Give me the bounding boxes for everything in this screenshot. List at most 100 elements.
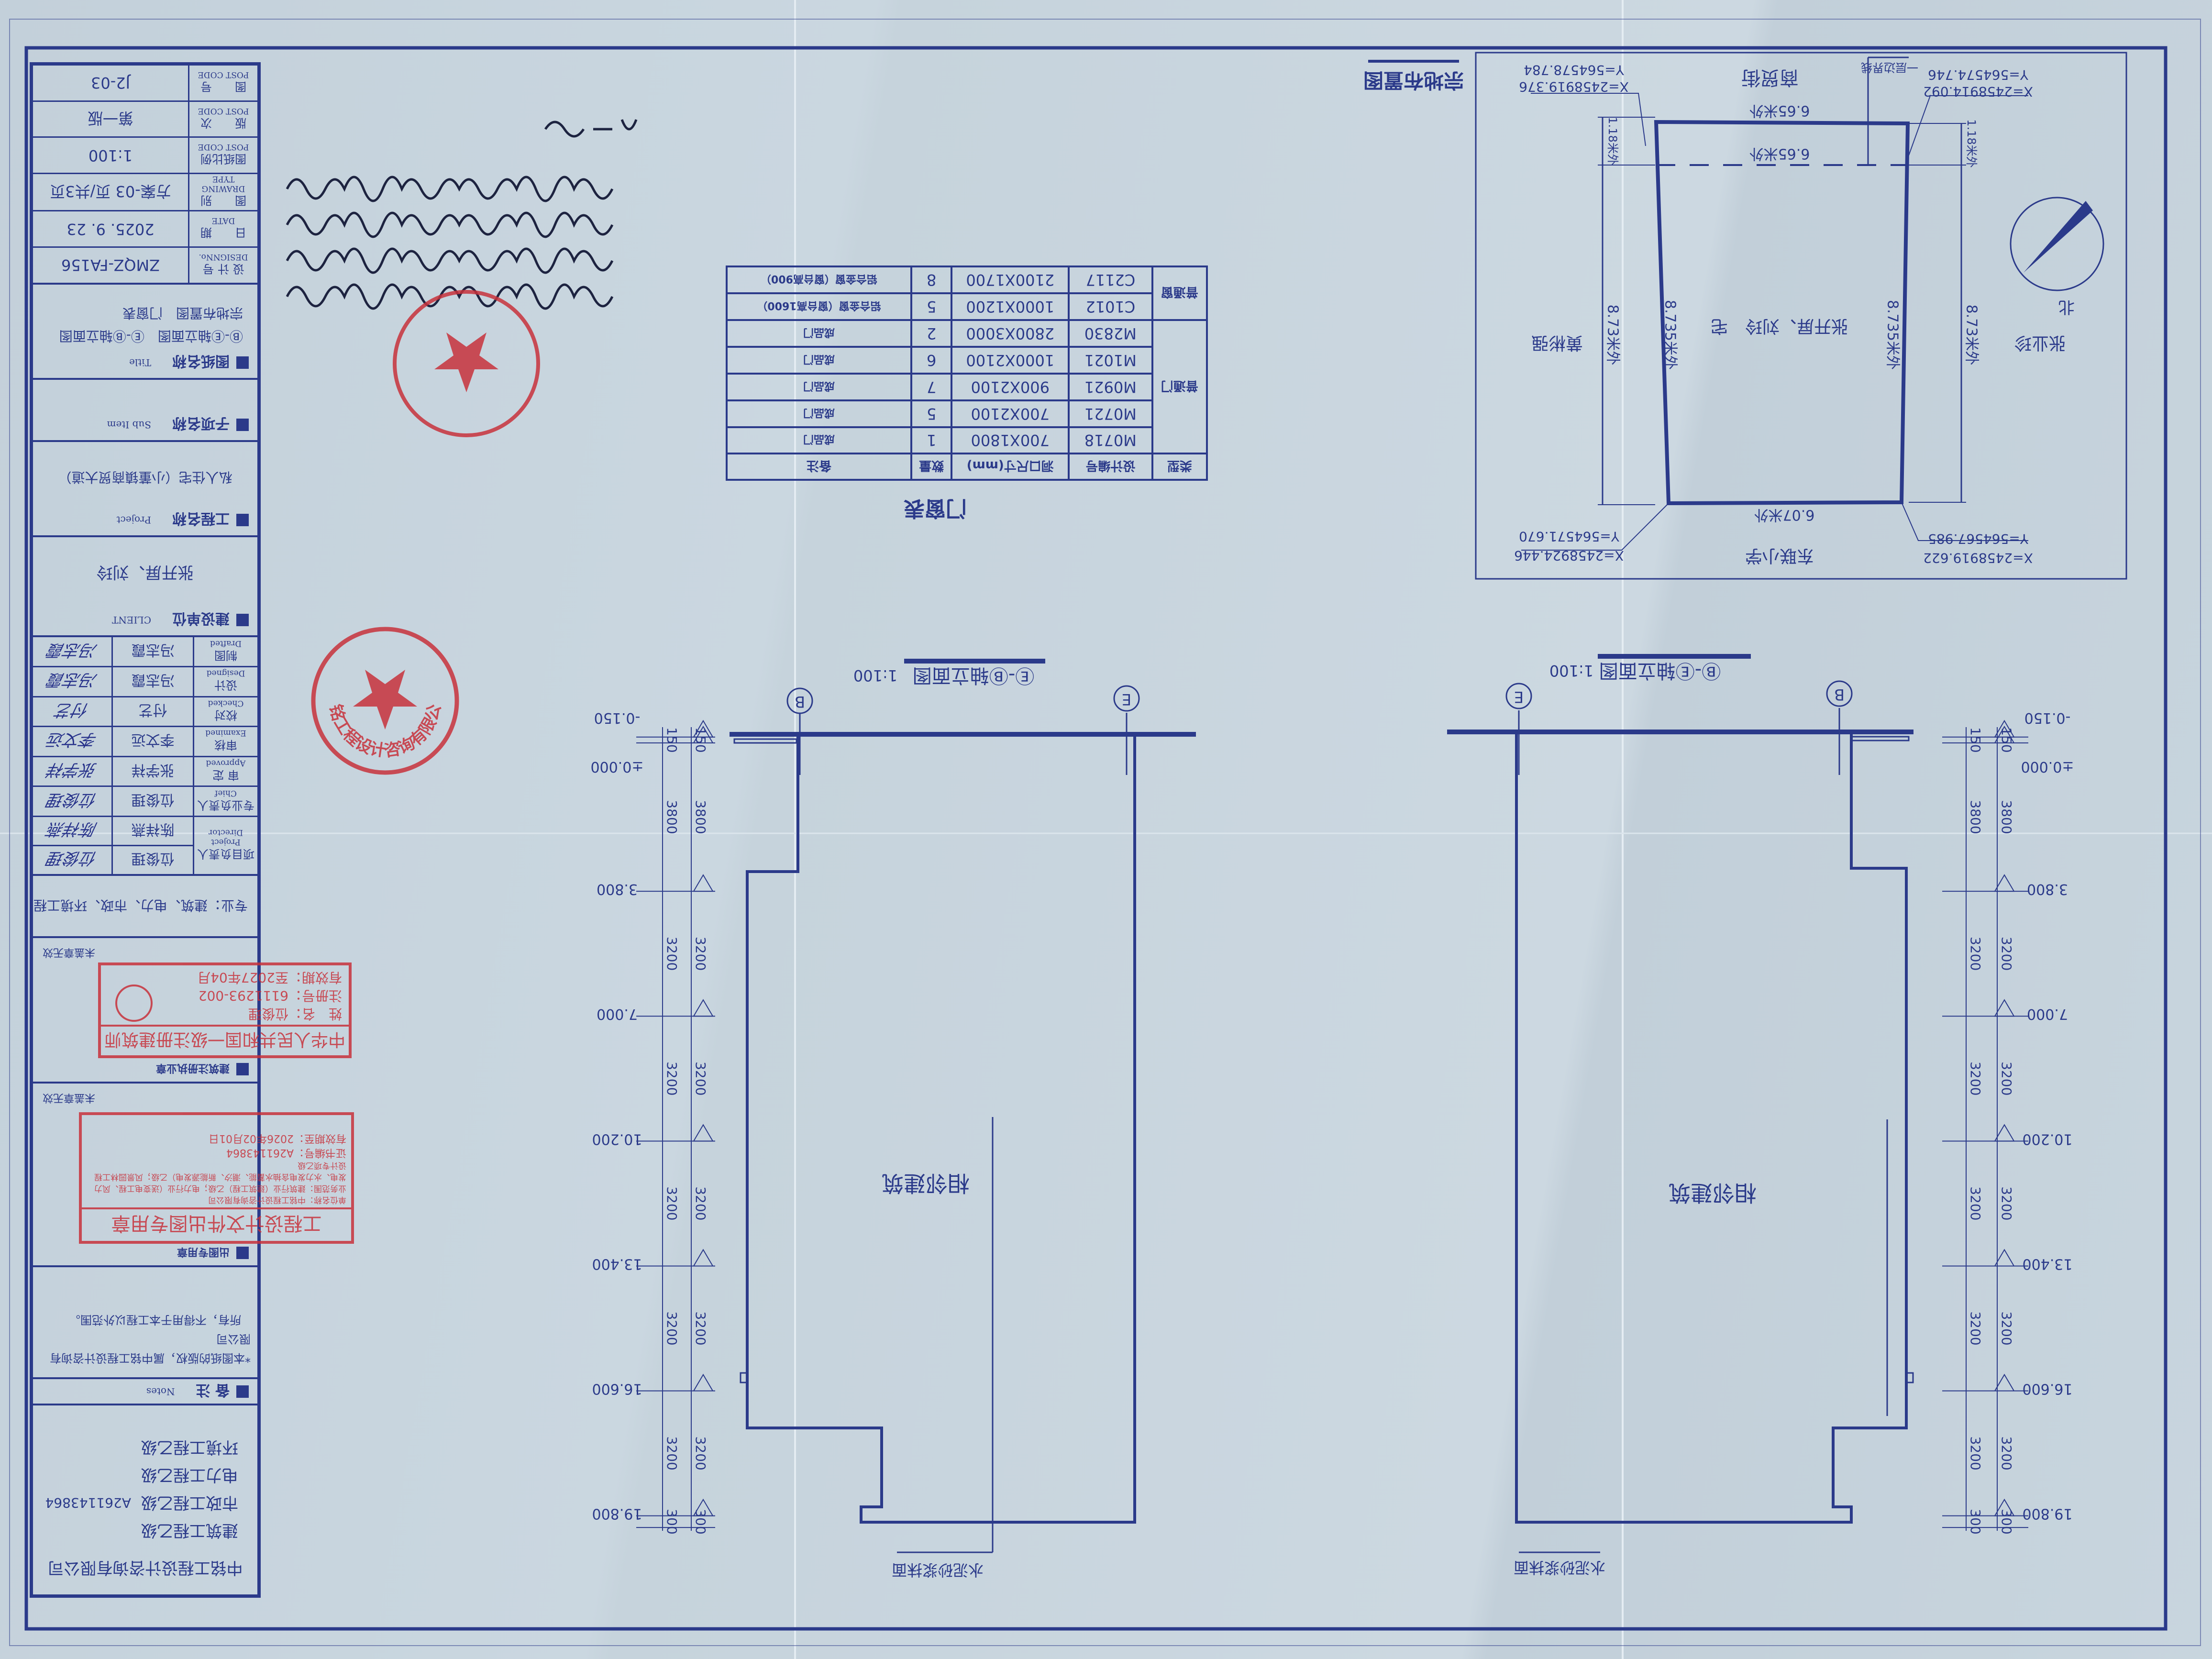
level-label: 10.200	[2023, 1130, 2073, 1147]
dimension-label: 150	[1968, 727, 1983, 752]
signature: 冯志霞	[46, 640, 99, 660]
dimension-label: 3200	[664, 1186, 680, 1220]
north-label: 北	[2058, 298, 2075, 317]
dimension-label: 3800	[1999, 800, 2014, 834]
role-label-en: Chief	[215, 788, 237, 798]
dimension-label: 150	[664, 727, 680, 752]
table-cell: 1	[911, 427, 952, 454]
reg-name: 位俊理	[248, 1006, 288, 1022]
table-cell: 铝合金窗（窗台高1600）	[727, 293, 911, 320]
subitem-label: 子项名称	[172, 414, 230, 431]
info-value: ZMQZ-FA156	[61, 256, 160, 275]
level-marker-icon	[693, 1498, 714, 1516]
table-cell: 成品门	[727, 346, 911, 374]
category-cell: 普通门	[1152, 320, 1207, 454]
neighbor-building-label: 相邻建筑	[882, 1171, 970, 1196]
dimension-label: 3200	[693, 1186, 708, 1220]
dimension-label: 3800	[693, 800, 708, 834]
dimension-label: 3200	[664, 1436, 680, 1470]
signoff-name: 冯志霞	[111, 667, 193, 696]
signoff-name: 冯志霞	[111, 637, 193, 666]
signature: 付艺	[54, 700, 91, 719]
street-bottom-label: 东联小学	[1745, 546, 1814, 565]
elevation-right	[1447, 654, 1998, 1553]
signature-cell: 李文远	[33, 727, 111, 756]
level-marker-icon	[693, 719, 714, 738]
dim-setback-right: 1.18米外	[1965, 119, 1978, 167]
signature: 位俊理	[46, 790, 99, 809]
dim-bottom: 6.07米外	[1754, 507, 1815, 523]
level-label: 3.800	[597, 881, 638, 897]
dimension-label: 3200	[1999, 1062, 2014, 1095]
table-cell: 700X1800	[951, 427, 1069, 454]
coord-br-y: Y=564567.985	[1928, 531, 2029, 547]
coord-bl-y: Y=564571.670	[1519, 529, 1620, 544]
invalid-note: 未盖章无效	[43, 1091, 96, 1104]
dimension-label: 3200	[693, 1062, 708, 1095]
reg-no: 6111293-002	[198, 988, 288, 1004]
table-cell: 成品门	[727, 373, 911, 400]
dim-left-inner: 8.735米外	[1662, 300, 1679, 370]
elevation-left-title: Ⓔ-Ⓑ轴立面图	[913, 664, 1034, 686]
qualification: 环境工程乙级	[141, 1438, 238, 1457]
discipline: 专业：建筑、电力、市政、环境工程	[33, 874, 257, 936]
axis-bubble	[1505, 683, 1532, 709]
client-name: 张开屏、刘玲	[96, 563, 194, 582]
neighbor-building-label: 相邻建筑	[1669, 1180, 1757, 1206]
role-label: 项目负责人	[197, 847, 254, 861]
door-table-title: 门窗表	[904, 496, 967, 520]
info-label-en: POST CODE	[198, 69, 249, 79]
axis-label: E	[1514, 688, 1524, 706]
level-marker-icon	[693, 1249, 714, 1267]
role-label-en: Designed	[206, 668, 245, 678]
axis-label: B	[1834, 686, 1845, 704]
dimension-label: 3200	[693, 937, 708, 971]
building-outline	[1515, 734, 1908, 1524]
role-label: 审核	[214, 738, 237, 752]
level-label: 7.000	[597, 1006, 638, 1022]
dim-right-outer: 8.73米外	[1963, 305, 1980, 365]
coord-tr-x: X=2458914.092	[1923, 84, 2033, 100]
table-cell: M2830	[1069, 320, 1152, 347]
level-marker-icon	[1994, 1124, 2015, 1142]
table-cell: 5	[911, 400, 952, 427]
signoff-name: 位俊理	[111, 846, 193, 874]
dimension-label: 300	[1968, 1509, 1983, 1534]
dimension-label: 300	[1999, 1509, 2014, 1534]
info-label-cn: 版 次	[200, 116, 246, 130]
reg-valid-label: 有效期：	[288, 970, 342, 985]
table-cell: 1000X1200	[951, 293, 1069, 320]
issue-stamp-unit: 单位名称：中铭工程设计咨询有限公司	[208, 1195, 346, 1205]
boundary-note: 一层边界线	[1861, 61, 1918, 74]
reg-no-label: 注册号：	[288, 988, 342, 1004]
axis-bubble	[1826, 680, 1853, 707]
signature-cell: 陈祥燕	[33, 817, 111, 845]
dimension-label: 150	[1999, 727, 2014, 752]
notes-label-en: Notes	[146, 1385, 175, 1397]
role-label-en: Drafted	[210, 638, 242, 648]
elevation-right-title: Ⓑ-Ⓔ轴立面图	[1599, 660, 1721, 682]
building-outline	[746, 737, 1136, 1524]
table-cell: C2117	[1069, 266, 1152, 293]
coord-tl-x: X=2458919.376	[1519, 79, 1629, 95]
info-label-en: POST CODE	[198, 142, 249, 152]
level-marker-icon	[693, 874, 714, 892]
dimension-label: 3200	[1968, 1062, 1983, 1095]
title-label-en: Title	[129, 357, 151, 369]
table-cell: 7	[911, 373, 952, 400]
site-plan-frame	[1475, 52, 2127, 580]
level-marker-icon	[1994, 1373, 2015, 1392]
registration-stamp: 中华人民共和国一级注册建筑师 姓 名：位俊理 注册号：6111293-002 有…	[98, 962, 352, 1058]
level-marker-icon	[1994, 874, 2015, 892]
